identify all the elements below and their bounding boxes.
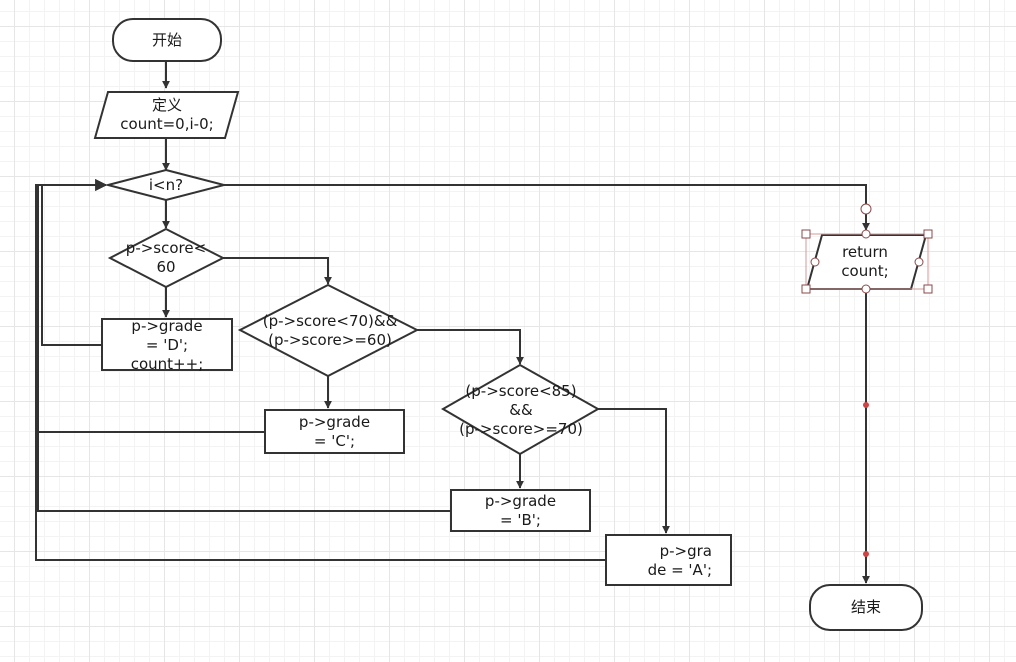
edge-cond70-cond85 bbox=[417, 329, 524, 365]
edge-loop-return bbox=[224, 184, 870, 231]
grade-c-box[interactable] bbox=[264, 409, 405, 454]
edge-cond85-gradea bbox=[598, 408, 670, 534]
score85-diamond[interactable] bbox=[441, 363, 601, 456]
score70-diamond[interactable] bbox=[237, 283, 420, 378]
grade-a-box[interactable] bbox=[605, 534, 732, 586]
end-terminator[interactable] bbox=[809, 584, 923, 631]
grade-b-box[interactable] bbox=[450, 489, 591, 532]
grade-d-box[interactable] bbox=[101, 318, 233, 371]
selection-handles[interactable] bbox=[801, 203, 933, 557]
loop-condition-diamond[interactable] bbox=[104, 168, 228, 202]
connectors bbox=[35, 62, 870, 584]
edge-cond60-cond70 bbox=[223, 257, 332, 285]
score60-diamond[interactable] bbox=[107, 227, 226, 289]
edge-gradec-loop bbox=[37, 185, 265, 433]
edge-graded-loop bbox=[41, 179, 108, 346]
define-data-box[interactable] bbox=[93, 91, 240, 139]
edge-gradea-loop bbox=[35, 179, 606, 561]
edge-gradeb-loop bbox=[37, 185, 451, 512]
start-terminator[interactable] bbox=[112, 18, 222, 62]
return-data-box[interactable] bbox=[805, 234, 928, 290]
